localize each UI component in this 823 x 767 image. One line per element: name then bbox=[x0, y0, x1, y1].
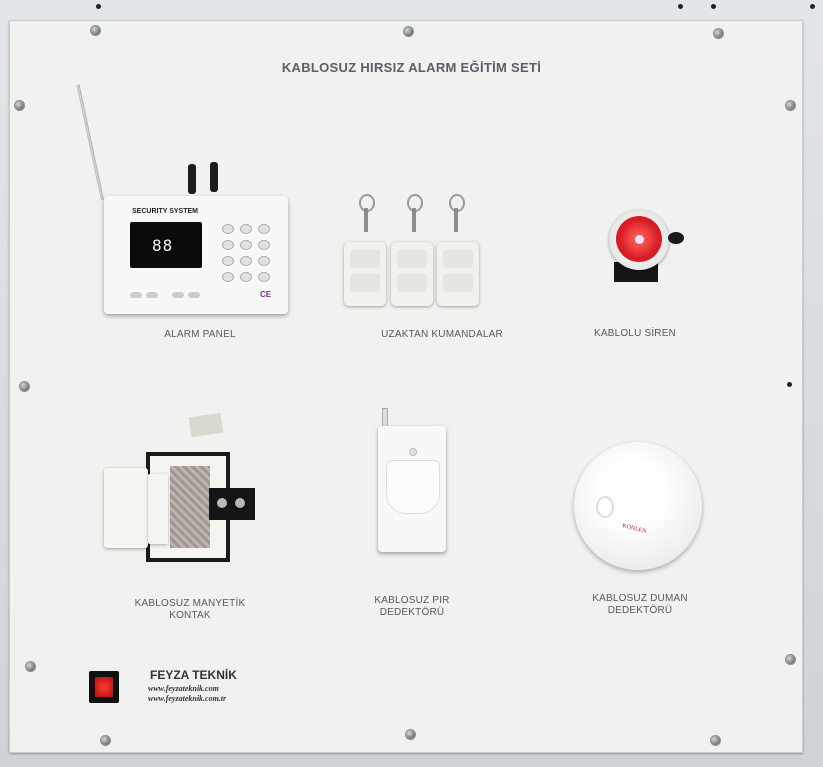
label-smoke: KABLOSUZ DUMAN DEDEKTÖRÜ bbox=[575, 593, 705, 617]
keypad-key[interactable] bbox=[240, 272, 252, 282]
screw bbox=[26, 662, 35, 671]
power-plug bbox=[210, 162, 218, 192]
company-name: FEYZA TEKNİK bbox=[150, 668, 237, 682]
smoke-detector bbox=[574, 442, 702, 570]
screw bbox=[714, 29, 723, 38]
keyring-clip bbox=[454, 208, 458, 232]
panel-display: 88 bbox=[130, 222, 202, 268]
magnet bbox=[148, 474, 168, 544]
frame-hole bbox=[711, 4, 716, 9]
board-title: KABLOSUZ HIRSIZ ALARM EĞİTİM SETİ bbox=[281, 60, 542, 75]
remote-button[interactable] bbox=[350, 274, 380, 292]
label-magnetic-contact: KABLOSUZ MANYETİK KONTAK bbox=[120, 598, 260, 622]
screw bbox=[786, 101, 795, 110]
frame-hole bbox=[810, 4, 815, 9]
screw bbox=[20, 382, 29, 391]
label-magnetic-contact-line2: KONTAK bbox=[169, 610, 211, 621]
keypad-key[interactable] bbox=[222, 240, 234, 250]
screw bbox=[404, 27, 413, 36]
siren-center-icon bbox=[635, 235, 644, 244]
terminal-screw bbox=[217, 498, 227, 508]
screw bbox=[406, 730, 415, 739]
keypad-key[interactable] bbox=[222, 256, 234, 266]
remote-button[interactable] bbox=[397, 274, 427, 292]
screw bbox=[101, 736, 110, 745]
panel-brand-text: SECURITY SYSTEM bbox=[132, 208, 198, 215]
remote-button[interactable] bbox=[443, 250, 473, 268]
keypad-key[interactable] bbox=[258, 272, 270, 282]
label-pir-line2: DEDEKTÖRÜ bbox=[379, 607, 445, 618]
frame-hole bbox=[96, 4, 101, 9]
ce-mark: CE bbox=[260, 290, 272, 299]
keypad-key[interactable] bbox=[258, 256, 270, 266]
smoke-test-button[interactable] bbox=[596, 496, 614, 518]
remote-control bbox=[344, 242, 386, 306]
label-remotes: UZAKTAN KUMANDALAR bbox=[381, 329, 503, 340]
pir-led bbox=[409, 448, 417, 456]
label-alarm-panel: ALARM PANEL bbox=[164, 329, 236, 340]
keypad-key[interactable] bbox=[222, 224, 234, 234]
frame-hole bbox=[678, 4, 683, 9]
remote-button[interactable] bbox=[350, 250, 380, 268]
function-button[interactable] bbox=[172, 292, 184, 298]
label-siren: KABLOLU SİREN bbox=[593, 328, 677, 339]
label-smoke-line1: KABLOSUZ DUMAN bbox=[592, 593, 688, 604]
pir-lens bbox=[386, 460, 440, 514]
siren-tab bbox=[668, 232, 684, 244]
label-smoke-line2: DEDEKTÖRÜ bbox=[607, 605, 673, 616]
remote-control bbox=[437, 242, 479, 306]
keypad-key[interactable] bbox=[258, 240, 270, 250]
terminal-block bbox=[209, 488, 255, 520]
screw bbox=[786, 655, 795, 664]
frame-hole bbox=[787, 382, 792, 387]
display-digits: 88 bbox=[152, 236, 174, 255]
label-pir-line1: KABLOSUZ PIR bbox=[374, 595, 450, 606]
magnetic-sensor bbox=[104, 468, 148, 548]
website-link: www.feyzateknik.com.tr bbox=[148, 694, 227, 703]
function-button[interactable] bbox=[188, 292, 200, 298]
label-magnetic-contact-line1: KABLOSUZ MANYETİK bbox=[134, 598, 246, 609]
keypad-key[interactable] bbox=[240, 240, 252, 250]
keyring-clip bbox=[364, 208, 368, 232]
remote-control bbox=[391, 242, 433, 306]
keyring-clip bbox=[412, 208, 416, 232]
alarm-panel-device: SECURITY SYSTEM 88 CE bbox=[104, 196, 288, 314]
training-board bbox=[9, 20, 803, 753]
remote-button[interactable] bbox=[397, 250, 427, 268]
terminal-screw bbox=[235, 498, 245, 508]
function-button[interactable] bbox=[130, 292, 142, 298]
keypad-key[interactable] bbox=[222, 272, 234, 282]
website-link: www.feyzateknik.com bbox=[148, 684, 219, 693]
remote-button[interactable] bbox=[443, 274, 473, 292]
power-switch-rocker[interactable] bbox=[95, 677, 113, 697]
label-pir: KABLOSUZ PIR DEDEKTÖRÜ bbox=[352, 595, 472, 619]
screw bbox=[91, 26, 100, 35]
circuit-board bbox=[170, 466, 210, 548]
screw bbox=[711, 736, 720, 745]
keypad-key[interactable] bbox=[240, 256, 252, 266]
screw bbox=[15, 101, 24, 110]
keypad-key[interactable] bbox=[258, 224, 270, 234]
keypad-key[interactable] bbox=[240, 224, 252, 234]
function-button[interactable] bbox=[146, 292, 158, 298]
power-plug bbox=[188, 164, 196, 194]
